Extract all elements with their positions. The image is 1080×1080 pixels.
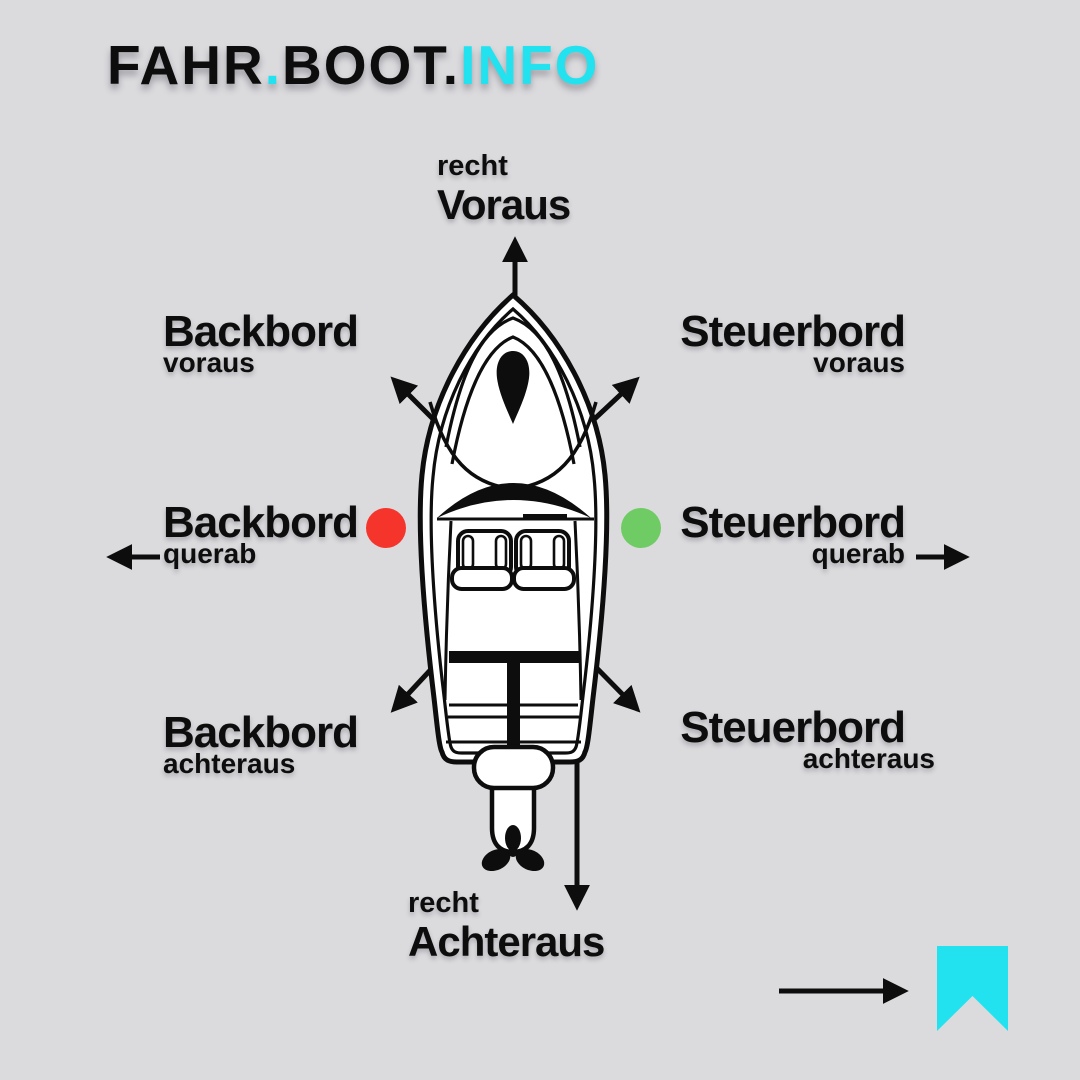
label-astern: recht Achteraus [408,887,605,965]
logo-segment: FAHR [107,34,265,96]
label-starboard-quarter-main: Steuerbord [680,703,906,752]
label-port-bow-main: Backbord [163,307,359,356]
label-port-quarter-sub: achteraus [163,748,296,779]
boat-bow-chevron-outer [444,316,582,448]
label-port-quarter-main: Backbord [163,708,359,757]
label-starboard-beam: Steuerbord querab [680,498,906,569]
label-starboard-beam-sub: querab [811,538,905,569]
starboard-light-marker [621,508,661,548]
label-starboard-bow-sub: voraus [813,347,905,378]
label-port-quarter: Backbord achteraus [163,708,359,779]
label-ahead-prefix: recht [437,150,508,182]
label-port-beam-main: Backbord [163,498,359,547]
boat-bow-fitting [496,351,530,424]
label-port-beam-sub: querab [163,538,257,569]
label-starboard-quarter: Steuerbord achteraus [680,703,935,773]
label-starboard-quarter-sub: achteraus [802,743,935,774]
label-ahead-main: Voraus [437,181,571,228]
label-starboard-beam-main: Steuerbord [680,498,906,547]
seat-cushion [450,566,514,591]
bookmark-icon [937,946,1008,1031]
boat-stern-bulkhead [449,651,579,663]
label-port-bow-sub: voraus [163,347,255,378]
boat-seat-left [450,529,514,591]
boat-windshield [437,483,591,518]
label-astern-main: Achteraus [408,918,605,965]
label-astern-prefix: recht [408,887,479,919]
boat-bow-chevron-inner [450,335,576,465]
boat-top-view [417,291,610,872]
logo-dot: . [442,34,461,96]
seat-cushion [512,566,576,591]
logo-segment: BOOT [282,34,443,96]
label-port-bow: Backbord voraus [163,307,359,378]
port-light-marker [366,508,406,548]
label-starboard-bow: Steuerbord voraus [680,307,906,378]
brand-logo: FAHR.BOOT.INFO [107,38,599,93]
logo-segment: INFO [460,34,600,96]
boat-cockpit-side-right [573,520,583,701]
boat-motor-cowling [471,744,556,791]
boat-seat-right [512,529,576,591]
boat-cockpit-side-left [443,520,453,701]
label-starboard-bow-main: Steuerbord [680,307,906,356]
logo-dot: . [264,34,283,96]
label-ahead: recht Voraus [437,150,571,228]
label-port-beam: Backbord querab [163,498,359,569]
boat-propeller-icon [481,825,545,872]
footer-save-hint [779,946,1008,1031]
